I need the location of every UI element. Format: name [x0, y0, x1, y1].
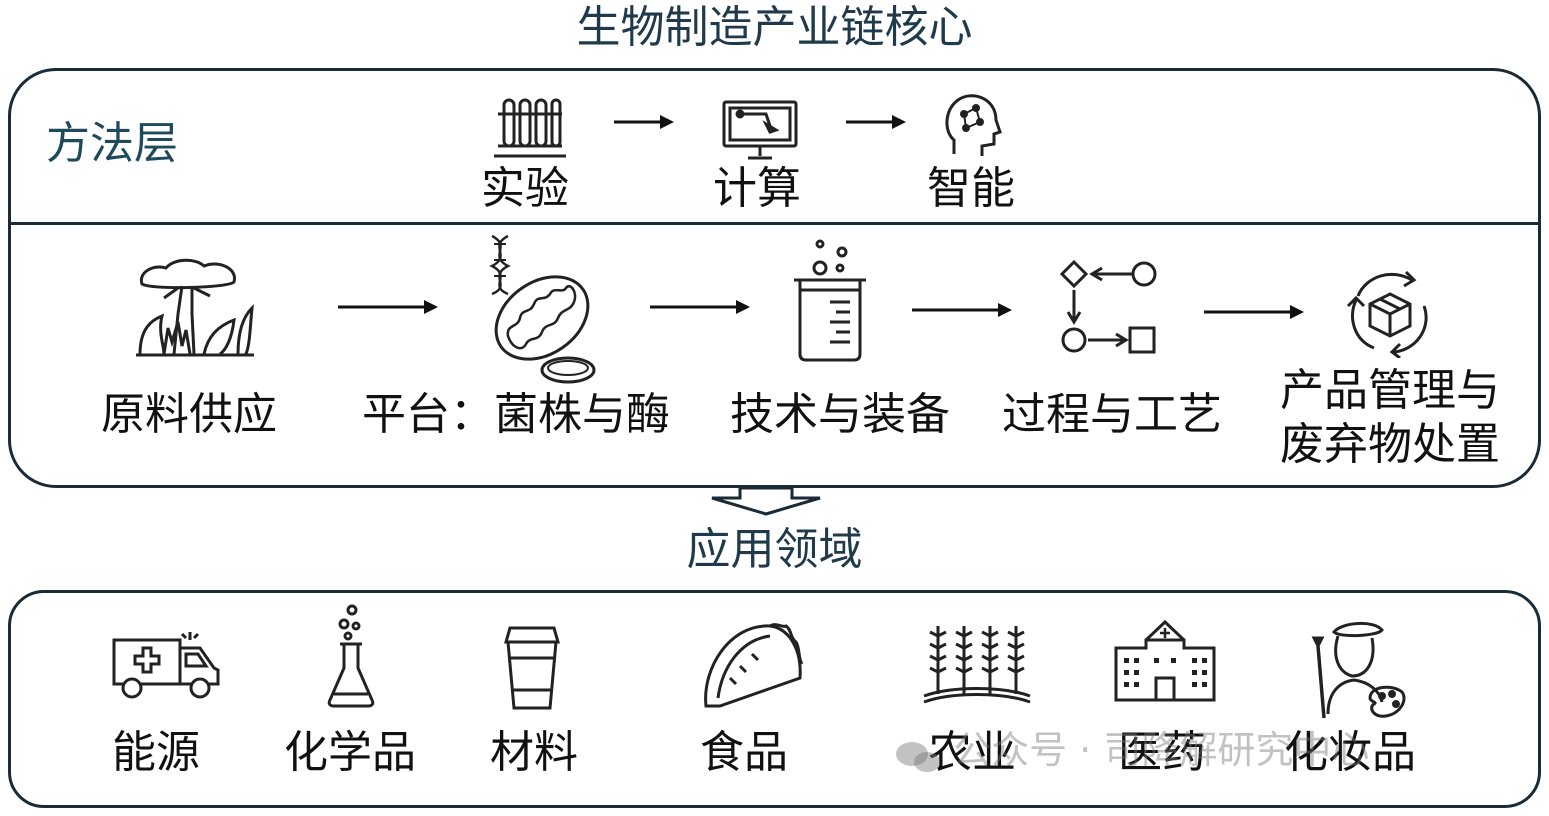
chain-stage-label: 平台：菌株与酶	[362, 389, 670, 440]
ambulance-icon	[110, 626, 222, 700]
chain-arrow-3	[912, 300, 1012, 320]
chain-arrow-4	[1204, 302, 1304, 322]
beaker-icon	[790, 238, 870, 362]
method-arrow-2	[846, 112, 906, 132]
mitochondria-icon	[484, 232, 596, 386]
chain-stage-label: 技术与装备	[730, 389, 950, 440]
method-layer-label: 方法层	[46, 118, 178, 169]
application-label: 能源	[112, 727, 200, 778]
application-label: 化妆品	[1284, 727, 1416, 778]
application-label: 医药	[1118, 727, 1206, 778]
hospital-icon	[1112, 618, 1218, 704]
wheat-icon	[922, 622, 1032, 710]
method-step-label: 计算	[713, 163, 801, 214]
computer-icon	[720, 98, 800, 164]
test-tubes-icon	[490, 94, 570, 162]
cup-icon	[500, 624, 564, 712]
recycle-box-icon	[1344, 266, 1436, 358]
industry-chain-box	[8, 68, 1541, 488]
chain-arrow-2	[650, 297, 750, 317]
chain-stage-label: 过程与工艺	[1002, 389, 1222, 440]
application-label: 食品	[700, 727, 788, 778]
forest-icon	[134, 258, 256, 358]
method-step-label: 实验	[481, 163, 569, 214]
process-flow-icon	[1058, 256, 1158, 358]
application-label: 材料	[490, 727, 578, 778]
method-arrow-1	[614, 112, 674, 132]
artist-icon	[1308, 618, 1408, 722]
watermark: 公众号 · 司降解研究中心	[895, 725, 1515, 775]
ai-brain-icon	[940, 92, 1002, 162]
method-step-label: 智能	[927, 163, 1015, 214]
wechat-icon	[895, 736, 941, 772]
down-arrow	[708, 486, 824, 516]
application-label: 化学品	[284, 727, 416, 778]
chain-arrow-1	[338, 297, 438, 317]
chain-stage-label: 产品管理与	[1280, 365, 1500, 416]
applications-title: 应用领域	[686, 524, 863, 575]
chain-stage-label: 原料供应	[101, 389, 277, 440]
watermark-text: 公众号 · 司降解研究中心	[953, 728, 1370, 772]
diagram-title: 生物制造产业链核心	[576, 2, 973, 53]
chain-stage-label-line2: 废弃物处置	[1280, 419, 1500, 470]
layer-divider	[9, 222, 1540, 225]
taco-icon	[700, 618, 806, 710]
flask-icon	[326, 604, 376, 710]
application-label: 农业	[928, 727, 1016, 778]
